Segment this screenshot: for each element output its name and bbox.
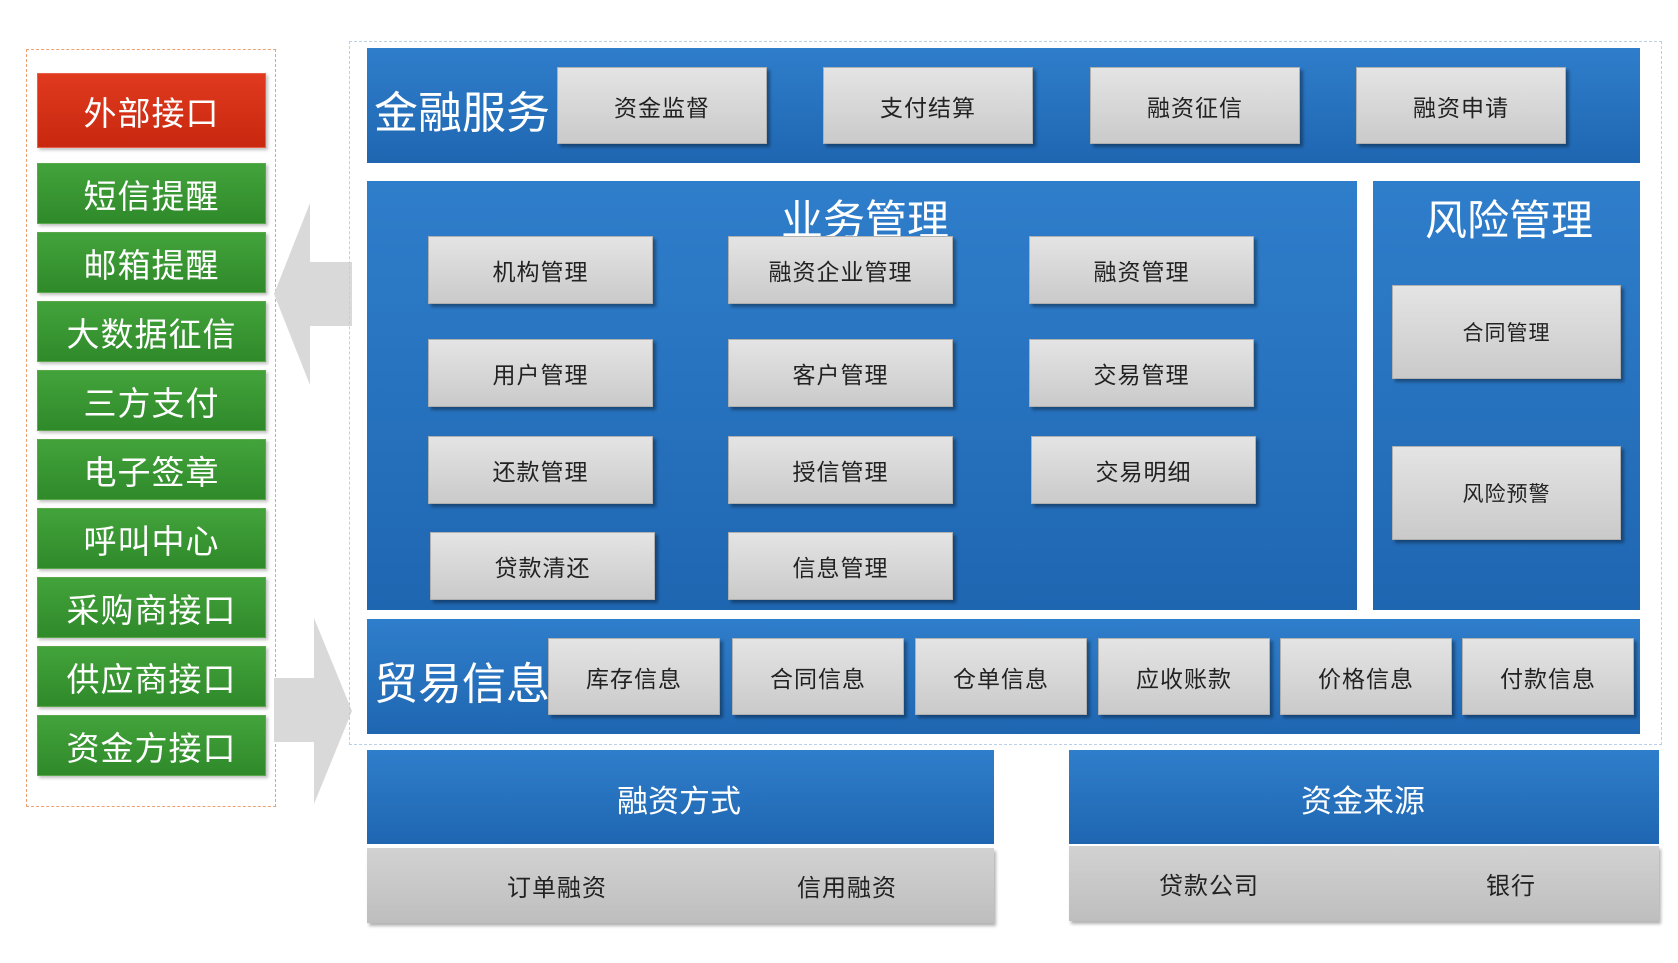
- right-arrow-icon: [274, 618, 352, 804]
- inventory-info-button[interactable]: 库存信息: [548, 638, 720, 715]
- info-management-button[interactable]: 信息管理: [728, 532, 953, 600]
- accounts-receivable-button[interactable]: 应收账款: [1098, 638, 1270, 715]
- external-item-bigdata-credit: 大数据征信: [37, 301, 266, 362]
- risk-management-title: 风险管理: [1425, 196, 1594, 245]
- platform-group: [349, 41, 1662, 745]
- left-arrow-icon: [274, 203, 352, 385]
- contract-info-button[interactable]: 合同信息: [732, 638, 904, 715]
- trade-info-title: 贸易信息: [374, 659, 550, 710]
- risk-warning-button[interactable]: 风险预警: [1392, 446, 1621, 540]
- org-management-button[interactable]: 机构管理: [428, 236, 653, 304]
- finance-service-title: 金融服务: [374, 88, 550, 139]
- external-item-e-signature: 电子签章: [37, 439, 266, 500]
- financing-method-title: 融资方式: [617, 784, 741, 820]
- credit-financing-item: 信用融资: [797, 874, 897, 902]
- transaction-detail-button[interactable]: 交易明细: [1031, 436, 1256, 504]
- external-item-purchaser-interface: 采购商接口: [37, 577, 266, 638]
- credit-management-button[interactable]: 授信管理: [728, 436, 953, 504]
- contract-management-button[interactable]: 合同管理: [1392, 285, 1621, 379]
- fund-supervision-button[interactable]: 资金监督: [557, 67, 767, 144]
- fund-source-items: 贷款公司 银行: [1069, 846, 1659, 921]
- user-management-button[interactable]: 用户管理: [428, 339, 653, 407]
- financing-credit-button[interactable]: 融资征信: [1090, 67, 1300, 144]
- transaction-management-button[interactable]: 交易管理: [1029, 339, 1254, 407]
- external-item-third-party-payment: 三方支付: [37, 370, 266, 431]
- external-item-supplier-interface: 供应商接口: [37, 646, 266, 707]
- bank-item: 银行: [1486, 872, 1536, 900]
- financing-method-header: [367, 750, 994, 844]
- price-info-button[interactable]: 价格信息: [1280, 638, 1452, 715]
- external-interface-header: 外部接口: [37, 73, 266, 148]
- external-item-funder-interface: 资金方接口: [37, 715, 266, 776]
- external-interface-group: [26, 49, 276, 807]
- external-item-call-center: 呼叫中心: [37, 508, 266, 569]
- fund-source-title: 资金来源: [1301, 784, 1425, 820]
- financing-enterprise-management-button[interactable]: 融资企业管理: [728, 236, 953, 304]
- financing-management-button[interactable]: 融资管理: [1029, 236, 1254, 304]
- fund-source-header: [1069, 750, 1659, 844]
- external-item-sms: 短信提醒: [37, 163, 266, 224]
- financing-application-button[interactable]: 融资申请: [1356, 67, 1566, 144]
- financing-method-items: 订单融资 信用融资: [367, 848, 994, 923]
- customer-management-button[interactable]: 客户管理: [728, 339, 953, 407]
- payment-settlement-button[interactable]: 支付结算: [823, 67, 1033, 144]
- repayment-management-button[interactable]: 还款管理: [428, 436, 653, 504]
- payment-info-button[interactable]: 付款信息: [1462, 638, 1634, 715]
- warehouse-receipt-button[interactable]: 仓单信息: [915, 638, 1087, 715]
- loan-company-item: 贷款公司: [1159, 872, 1259, 900]
- order-financing-item: 订单融资: [507, 874, 607, 902]
- loan-clearance-button[interactable]: 贷款清还: [430, 532, 655, 600]
- external-item-email: 邮箱提醒: [37, 232, 266, 293]
